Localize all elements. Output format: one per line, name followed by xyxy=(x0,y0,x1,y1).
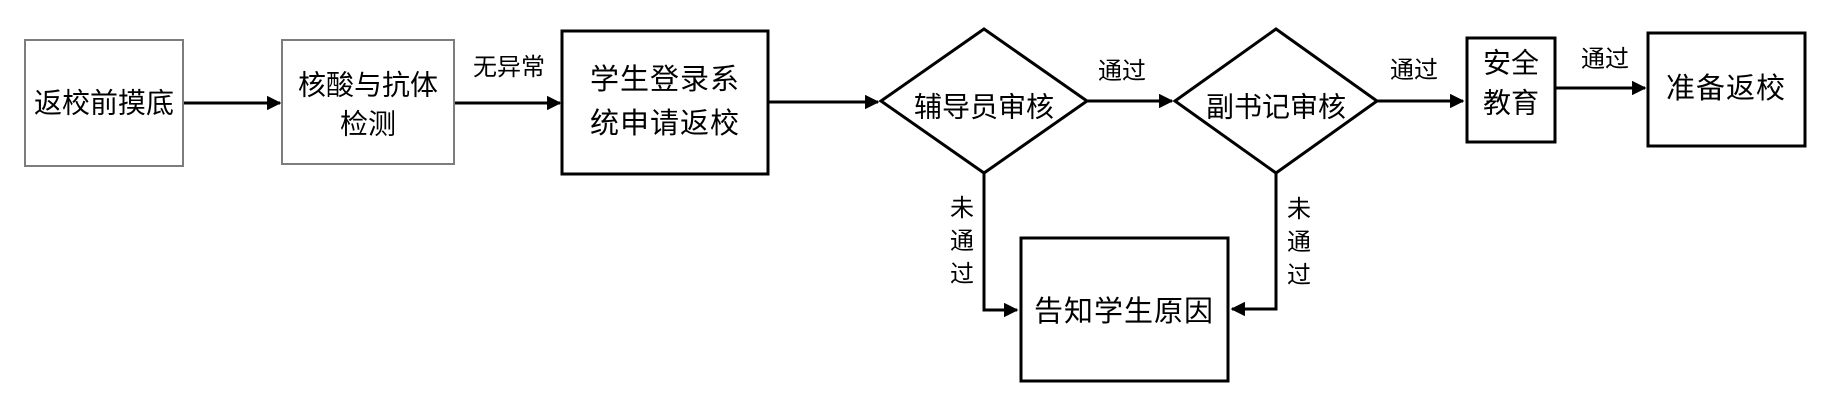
edge-label-fail-counselor: 未通过 xyxy=(950,195,974,288)
flow-arrow-counselor-fail-to-inform xyxy=(982,173,1019,318)
process-box-prepare xyxy=(1646,31,1807,148)
process-box-pre-survey xyxy=(24,39,184,167)
node-label-prepare: 准备返校 xyxy=(1666,72,1786,105)
node-label-apply-line1: 学生登录系 xyxy=(590,63,740,96)
edge-label-fail-deputy: 未通过 xyxy=(1287,196,1311,289)
node-label-safety-line2: 教育 xyxy=(1483,88,1539,120)
node-label-counselor: 辅导员审核 xyxy=(914,92,1054,124)
node-label-deputy: 副书记审核 xyxy=(1206,92,1346,124)
process-box-safety xyxy=(1465,36,1557,144)
node-label-inform: 告知学生原因 xyxy=(1034,295,1214,328)
node-label-pre-survey: 返校前摸底 xyxy=(34,88,174,120)
decision-diamond-deputy xyxy=(1172,27,1380,175)
edge-label-pass-deputy: 通过 xyxy=(1390,57,1438,84)
edge-label-pass-counselor: 通过 xyxy=(1098,58,1146,85)
node-label-apply-line2: 统申请返校 xyxy=(590,107,740,140)
node-label-test-line2: 检测 xyxy=(340,109,396,141)
edge-label-no-abnormal: 无异常 xyxy=(473,54,545,81)
process-box-apply xyxy=(560,29,770,176)
node-label-test-line1: 核酸与抗体 xyxy=(298,70,438,102)
edge-label-pass-safety: 通过 xyxy=(1581,46,1629,73)
decision-diamond-counselor xyxy=(878,27,1090,175)
node-label-safety-line1: 安全 xyxy=(1483,48,1539,80)
flow-arrow-deputy-fail-to-inform xyxy=(1230,173,1278,317)
process-box-inform xyxy=(1019,236,1230,383)
process-box-test xyxy=(281,39,455,165)
